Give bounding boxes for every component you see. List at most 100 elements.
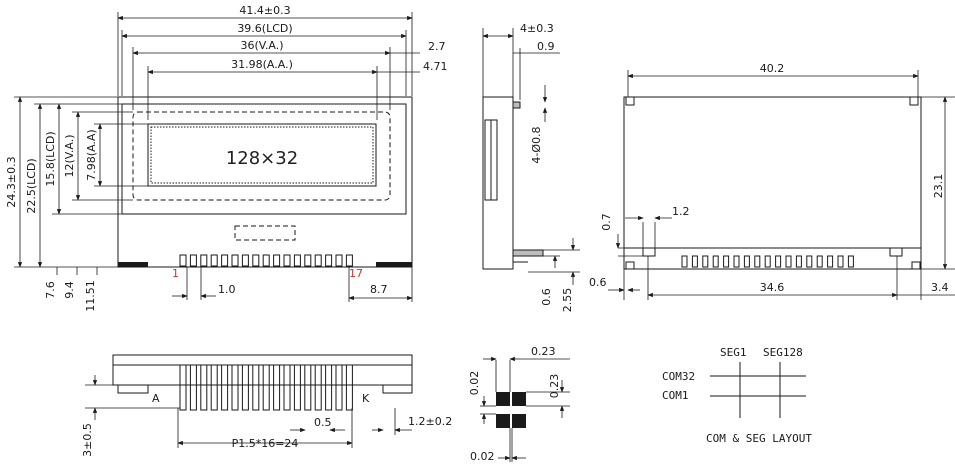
back-view: 40.2 23.1 1.2 0.7 34.6 0.6	[589, 62, 955, 300]
front-pin	[314, 254, 322, 267]
side-pin	[293, 364, 301, 411]
dim-39-6-lcd: 39.6(LCD)	[237, 22, 292, 35]
front-pin	[283, 254, 291, 267]
front-pin	[335, 254, 343, 267]
active-area-dots	[150, 126, 374, 184]
back-pin	[816, 255, 823, 268]
back-pin	[764, 255, 771, 268]
front-pin	[231, 254, 239, 267]
dim-23-1: 23.1	[932, 174, 945, 199]
front-pin	[189, 254, 197, 267]
dim-2-55: 2.55	[561, 288, 574, 313]
left-dims: 24.3±0.3 22.5(LCD) 15.8(LCD) 12(V.A.) 7.…	[5, 96, 148, 312]
dim-7-6: 7.6	[44, 281, 57, 299]
back-pin	[827, 255, 834, 268]
pitch-label: 1.0	[218, 283, 236, 296]
dim-12-va: 12(V.A.)	[63, 134, 76, 177]
dim-34-6: 34.6	[760, 281, 785, 294]
display-label: 128×32	[226, 148, 298, 169]
back-pin	[847, 255, 854, 268]
lcd-glass	[121, 103, 407, 215]
back-pin	[837, 255, 844, 268]
front-pin	[293, 254, 301, 267]
dim-41-4: 41.4±0.3	[239, 4, 290, 17]
back-pin	[806, 255, 813, 268]
front-pin	[273, 254, 281, 267]
com-seg-layout: SEG1 SEG128 COM32 COM1 COM & SEG LAYOUT	[662, 346, 812, 445]
dim-4-71: 4.71	[423, 60, 448, 73]
dim-0-7: 0.7	[600, 213, 613, 231]
back-outline	[623, 96, 922, 270]
hole-br	[911, 261, 921, 270]
tab-right	[376, 262, 412, 267]
dim-31-98-aa: 31.98(A.A.)	[231, 58, 293, 71]
dim-dot-gap-v: 0.02	[468, 371, 481, 396]
dim-dot-h: 0.23	[548, 374, 561, 399]
back-pin	[743, 255, 750, 268]
back-pin	[723, 255, 730, 268]
hole-tl	[625, 96, 635, 106]
dim-0-6-side: 0.6	[540, 288, 553, 306]
com1-label: COM1	[662, 389, 689, 402]
back-pin	[712, 255, 719, 268]
side-pin-top	[512, 101, 521, 109]
pin-view-foot-r	[382, 384, 413, 394]
side-pin	[314, 364, 322, 411]
dim-dot-w: 0.23	[531, 345, 556, 358]
dim-40-2: 40.2	[760, 62, 785, 75]
side-pin	[335, 364, 343, 411]
dim-7-98-aa: 7.98(A.A)	[85, 129, 98, 180]
seg1-label: SEG1	[720, 346, 747, 359]
side-pin	[325, 364, 333, 411]
front-pin	[262, 254, 270, 267]
dim-1-2: 1.2	[672, 205, 690, 218]
dot-br	[512, 414, 526, 428]
dim-0-6: 0.6	[589, 276, 607, 289]
pin-1-label: 1	[172, 267, 179, 280]
side-pins	[179, 364, 353, 411]
pin-view: A K 3±0.5 P1.5*16=24 0.5 1.2±0.2	[81, 354, 452, 457]
side-pin	[273, 364, 281, 411]
back-pin	[775, 255, 782, 268]
seg128-label: SEG128	[763, 346, 803, 359]
side-pin	[231, 364, 239, 411]
dim-3-0-5: 3±0.5	[81, 423, 94, 457]
front-view: 41.4±0.3 39.6(LCD) 36(V.A.) 31.98(A.A.) …	[5, 4, 448, 312]
side-pin	[189, 364, 197, 411]
front-pin	[241, 254, 249, 267]
dim-8-7: 8.7	[370, 283, 388, 296]
dim-9-4: 9.4	[63, 281, 76, 299]
side-body	[482, 96, 514, 270]
back-pin	[785, 255, 792, 268]
layout-title: COM & SEG LAYOUT	[706, 432, 812, 445]
hole-bl	[625, 261, 635, 270]
dim-0-9: 0.9	[537, 40, 555, 53]
front-pin	[221, 254, 229, 267]
dim-15-8-lcd: 15.8(LCD)	[44, 131, 57, 186]
side-pin	[252, 364, 260, 411]
tab-left	[118, 262, 148, 267]
viewing-area	[132, 111, 391, 201]
front-pin	[200, 254, 208, 267]
dim-3-4: 3.4	[931, 281, 949, 294]
back-pad-left	[642, 247, 656, 257]
pin-view-foot-l	[117, 384, 149, 394]
dim-4-d0-8: 4-Ø0.8	[530, 126, 543, 163]
side-pin	[200, 364, 208, 411]
side-pin-lead	[512, 249, 544, 257]
dot-bl	[496, 414, 510, 428]
side-pin	[210, 364, 218, 411]
hole-tr	[909, 96, 919, 106]
side-pin	[262, 364, 270, 411]
front-pin	[210, 254, 218, 267]
front-pins	[179, 254, 353, 267]
dim-1-2-0-2: 1.2±0.2	[408, 415, 452, 428]
dot-tl	[496, 392, 510, 406]
side-pin	[283, 364, 291, 411]
label-a: A	[152, 392, 160, 405]
front-pin	[179, 254, 187, 267]
back-fpc	[623, 247, 922, 270]
dim-24-3: 24.3±0.3	[5, 156, 18, 207]
front-pin	[345, 254, 353, 267]
